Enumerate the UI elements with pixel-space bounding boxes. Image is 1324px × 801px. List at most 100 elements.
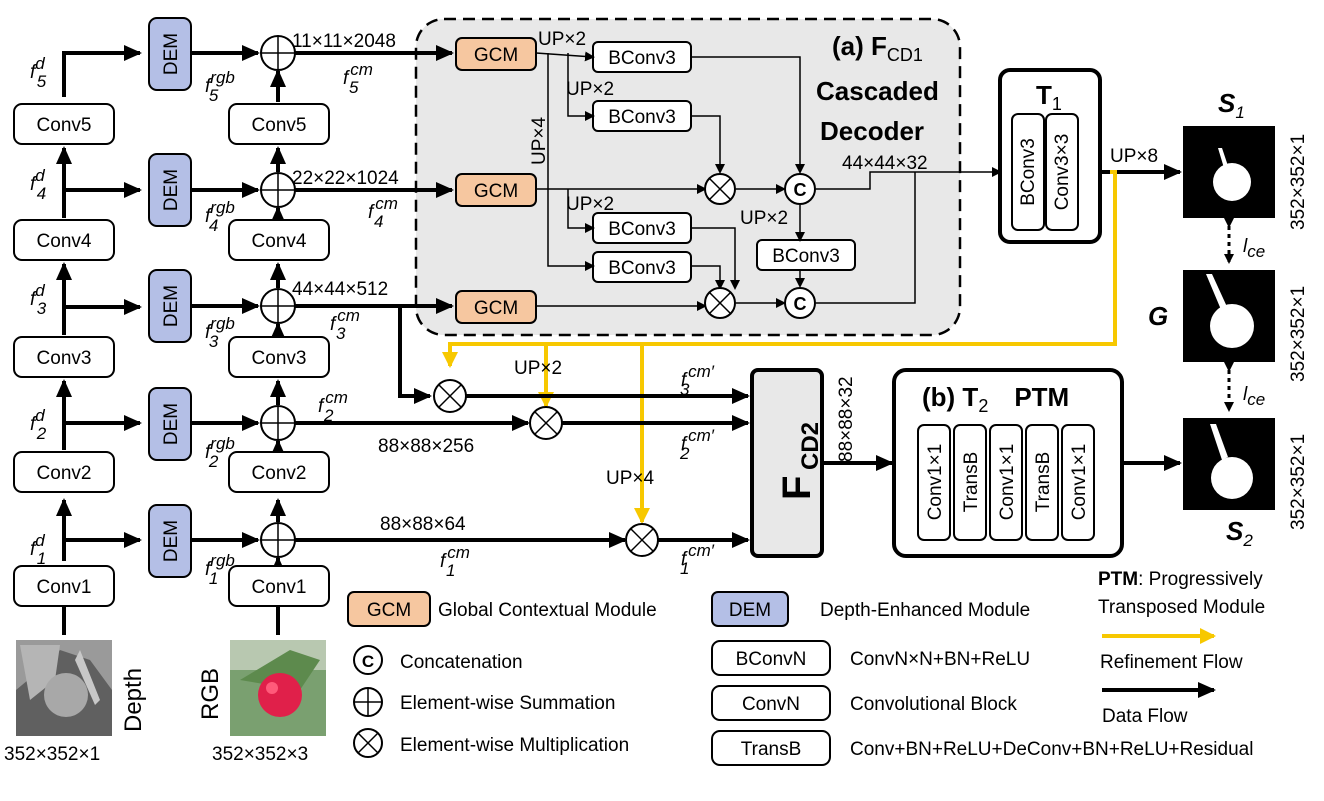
svg-text:BConv3: BConv3 xyxy=(608,48,676,69)
svg-text:88×88×32: 88×88×32 xyxy=(836,376,857,462)
svg-text:CD2: CD2 xyxy=(797,422,824,470)
svg-text:44×44×512: 44×44×512 xyxy=(292,279,388,300)
svg-text:DEM: DEM xyxy=(161,403,182,445)
svg-text:Conv1×1: Conv1×1 xyxy=(1069,444,1090,521)
svg-text:352×352×1: 352×352×1 xyxy=(1288,134,1309,230)
refinement-flow: UP×2 UP×4 xyxy=(442,170,1117,524)
svg-text:BConv3: BConv3 xyxy=(608,107,676,128)
svg-text:Conv1×1: Conv1×1 xyxy=(997,444,1018,521)
t1-block: T1 BConv3 Conv3×3 UP×8 xyxy=(998,68,1182,244)
sum-nodes xyxy=(260,35,296,558)
svg-text:UP×2: UP×2 xyxy=(566,79,614,100)
svg-text:fd1: fd1 xyxy=(30,531,46,568)
svg-text:fcm′1: fcm′1 xyxy=(680,541,715,578)
depth-conv3 xyxy=(13,336,115,378)
svg-text:C: C xyxy=(362,652,374,671)
svg-text:UP×4: UP×4 xyxy=(606,468,654,489)
svg-text:fd2: fd2 xyxy=(30,406,47,443)
svg-text:TransB: TransB xyxy=(1033,452,1054,513)
svg-text:DEM: DEM xyxy=(161,169,182,211)
svg-text:UP×2: UP×2 xyxy=(566,194,614,215)
svg-text:DEM: DEM xyxy=(161,33,182,75)
depth-dim: 352×352×1 xyxy=(4,744,100,765)
svg-text:lce: lce xyxy=(1243,236,1265,261)
dem-column: DEM DEM DEM DEM DEM xyxy=(148,17,260,578)
svg-text:GCM: GCM xyxy=(474,45,518,66)
gcm-3 xyxy=(455,290,537,324)
svg-text:F: F xyxy=(775,476,819,500)
svg-text:TransB: TransB xyxy=(741,739,802,760)
svg-text:Refinement Flow: Refinement Flow xyxy=(1100,652,1243,673)
svg-text:T1: T1 xyxy=(1036,80,1062,114)
depth-conv1-label: Conv1 xyxy=(37,577,92,598)
svg-text:UP×2: UP×2 xyxy=(514,358,562,379)
rgb-dim: 352×352×3 xyxy=(212,744,308,765)
svg-text:Cascaded: Cascaded xyxy=(816,76,939,106)
outputs: S1 352×352×1 G 352×352×1 352×352×1 S2 lc… xyxy=(1148,88,1309,550)
svg-text:Data Flow: Data Flow xyxy=(1102,706,1188,727)
svg-text:fd5: fd5 xyxy=(30,54,47,91)
rgb-conv5 xyxy=(228,103,330,145)
sum-outputs: 11×11×2048 22×22×1024 44×44×512 88×88×25… xyxy=(292,31,627,580)
depth-conv2 xyxy=(13,451,115,493)
svg-text:11×11×2048: 11×11×2048 xyxy=(292,31,396,52)
svg-text:Decoder: Decoder xyxy=(820,116,924,146)
svg-text:DEM: DEM xyxy=(729,600,771,621)
svg-text:88×88×64: 88×88×64 xyxy=(380,514,466,535)
svg-text:Element-wise Multiplication: Element-wise Multiplication xyxy=(400,735,629,756)
svg-text:BConvN: BConvN xyxy=(736,649,807,670)
svg-text:UP×2: UP×2 xyxy=(740,208,788,229)
svg-text:DEM: DEM xyxy=(161,285,182,327)
svg-text:GCM: GCM xyxy=(474,181,518,202)
svg-text:S2: S2 xyxy=(1226,516,1253,550)
svg-text:Conv1×1: Conv1×1 xyxy=(925,444,946,521)
rgb-conv1 xyxy=(228,565,330,607)
svg-text:ConvN: ConvN xyxy=(742,694,800,715)
depth-conv2-label: Conv2 xyxy=(37,463,92,484)
svg-text:Conv5: Conv5 xyxy=(252,115,307,136)
depth-conv5 xyxy=(13,103,115,145)
svg-text:C: C xyxy=(794,294,807,314)
rgb-title: RGB xyxy=(197,668,224,720)
gcm-5 xyxy=(455,37,537,71)
svg-text:BConv3: BConv3 xyxy=(1018,138,1039,206)
svg-text:ConvN×N+BN+ReLU: ConvN×N+BN+ReLU xyxy=(850,649,1030,670)
svg-text:S1: S1 xyxy=(1218,88,1245,122)
svg-text:fcm′2: fcm′2 xyxy=(679,426,715,463)
svg-text:BConv3: BConv3 xyxy=(608,258,676,279)
rgb-image xyxy=(230,640,326,736)
svg-text:G: G xyxy=(1148,301,1168,331)
svg-text:fcm′3: fcm′3 xyxy=(680,362,715,399)
svg-text:UP×8: UP×8 xyxy=(1110,146,1158,167)
svg-text:lce: lce xyxy=(1243,384,1265,409)
gcm-4 xyxy=(455,173,537,207)
depth-conv5-label: Conv5 xyxy=(37,115,92,136)
svg-text:PTM: Progressively: PTM: Progressively xyxy=(1098,569,1263,590)
depth-conv3-label: Conv3 xyxy=(37,348,92,369)
rgb-conv2 xyxy=(228,451,330,493)
svg-text:UP×4: UP×4 xyxy=(529,117,550,165)
depth-conv1 xyxy=(13,565,115,607)
svg-text:Global Contextual Module: Global Contextual Module xyxy=(438,600,657,621)
rgb-conv4 xyxy=(228,219,330,261)
svg-text:(a) FCD1: (a) FCD1 xyxy=(832,31,923,65)
svg-text:GCM: GCM xyxy=(367,600,411,621)
svg-text:Convolutional Block: Convolutional Block xyxy=(850,694,1017,715)
depth-image xyxy=(16,640,112,736)
rgb-conv3 xyxy=(228,336,330,378)
